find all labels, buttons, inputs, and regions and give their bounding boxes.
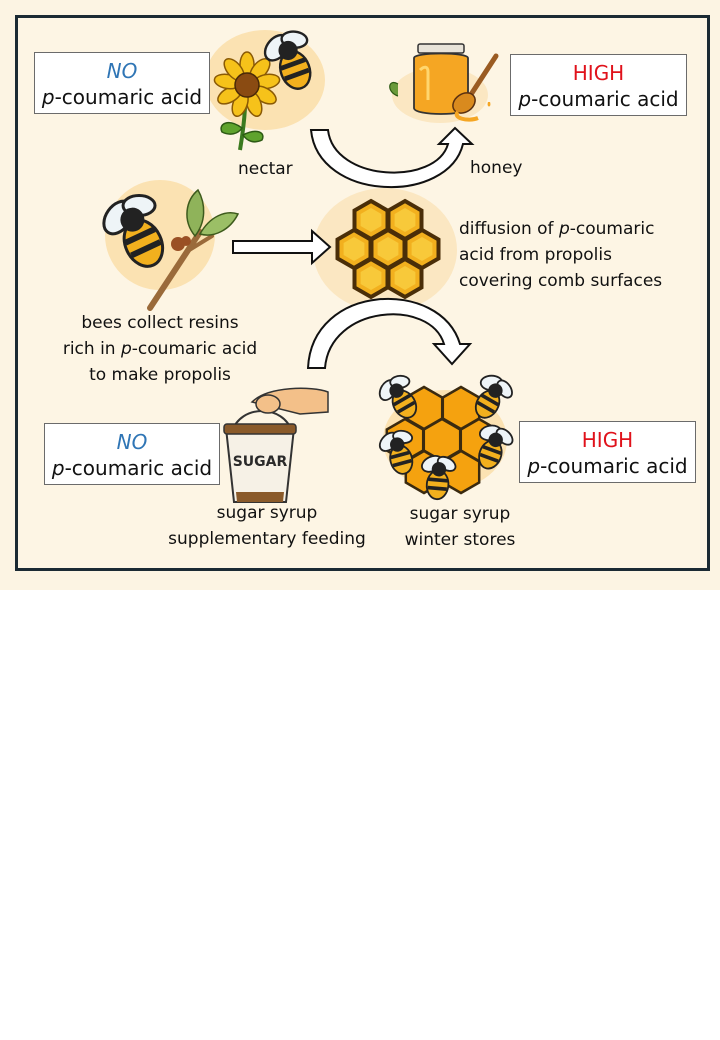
branch-icon: [147, 188, 240, 311]
nectar-label: nectar: [238, 159, 293, 179]
level-label: HIGH: [581, 428, 634, 452]
honey-level-box: HIGH p-coumaric acid: [510, 54, 687, 116]
diffusion-label: diffusion of p-coumaric acid from propol…: [459, 219, 663, 291]
right-arrow-icon: [232, 228, 332, 266]
curved-arrow-icon: [309, 126, 475, 189]
level-label: HIGH: [572, 61, 625, 85]
diagram-artwork: SUGAR: [0, 0, 522, 503]
feeding-level-box: NO p-coumaric acid: [44, 423, 220, 485]
compound-label: p-coumaric acid: [41, 85, 203, 109]
winter-level-box: HIGH p-coumaric acid: [519, 421, 696, 483]
honeycomb-icon: [335, 199, 441, 299]
honey-label: honey: [470, 158, 523, 178]
feeding-label: sugar syrup supplementary feeding: [168, 503, 366, 549]
level-label: NO: [106, 59, 138, 83]
level-label: NO: [116, 430, 148, 454]
resins-label: bees collect resins rich in p-coumaric a…: [62, 313, 258, 385]
winter-label: sugar syrup winter stores: [404, 504, 516, 550]
compound-label: p-coumaric acid: [527, 454, 688, 478]
compound-label: p-coumaric acid: [518, 87, 679, 111]
bucket-label: SUGAR: [233, 454, 288, 470]
sunflower-icon: [213, 51, 281, 151]
curved-arrow-icon: [306, 297, 473, 369]
honey-dipper-icon: [452, 53, 499, 122]
sugar-bucket-icon: SUGAR: [223, 387, 329, 503]
nectar-level-box: NO p-coumaric acid: [34, 52, 210, 114]
compound-label: p-coumaric acid: [51, 456, 213, 480]
